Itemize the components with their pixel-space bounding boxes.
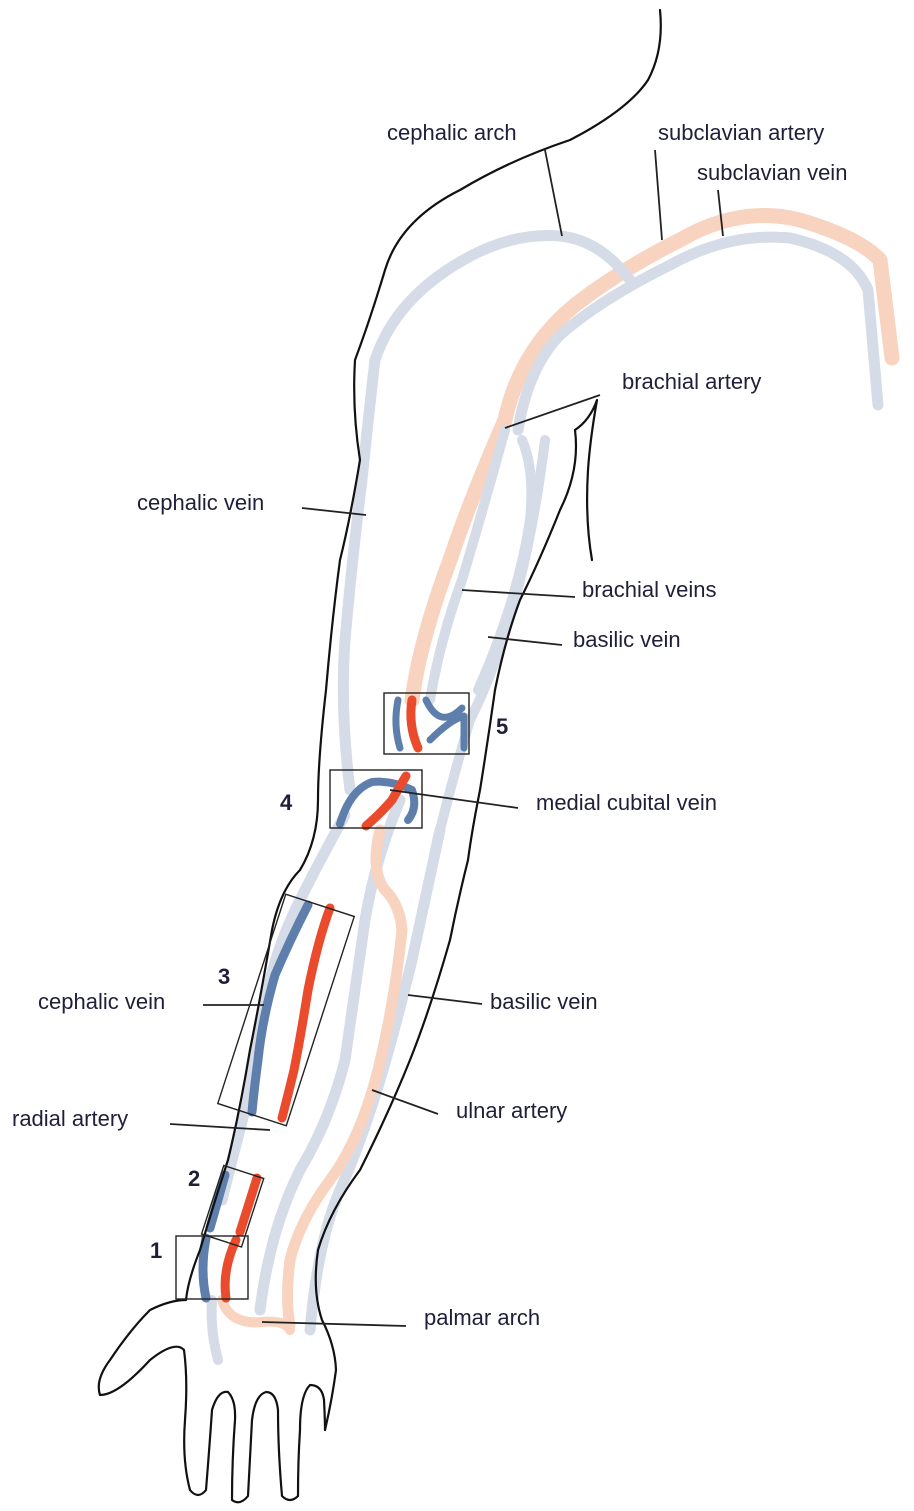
finger-2 bbox=[252, 1392, 300, 1500]
label-palmar-arch: palmar arch bbox=[424, 1305, 540, 1330]
leader-radial-artery bbox=[170, 1124, 270, 1130]
light-vessels bbox=[212, 216, 892, 1361]
leader-basilic-vein-lower bbox=[408, 995, 482, 1004]
label-basilic-vein-upper: basilic vein bbox=[573, 627, 681, 652]
label-cephalic-vein-lower: cephalic vein bbox=[38, 989, 165, 1014]
site5-vein-a bbox=[396, 700, 400, 748]
label-subclavian-vein: subclavian vein bbox=[697, 160, 847, 185]
site-number-2: 2 bbox=[188, 1166, 200, 1191]
shoulder-leader bbox=[575, 400, 597, 560]
finger-3 bbox=[300, 1385, 325, 1430]
label-cephalic-vein-upper: cephalic vein bbox=[137, 490, 264, 515]
site-number-1: 1 bbox=[150, 1238, 162, 1263]
label-brachial-artery: brachial artery bbox=[622, 369, 761, 394]
site-number-5: 5 bbox=[496, 714, 508, 739]
arm-outline-outer bbox=[99, 10, 661, 1490]
subclavian-vein-vessel bbox=[518, 237, 878, 430]
cephalic-vein-forearm-vessel bbox=[222, 815, 345, 1200]
label-ulnar-artery: ulnar artery bbox=[456, 1098, 567, 1123]
label-cephalic-arch: cephalic arch bbox=[387, 120, 517, 145]
site-number-4: 4 bbox=[280, 790, 293, 815]
labels: cephalic arch subclavian artery subclavi… bbox=[12, 120, 847, 1330]
finger-1 bbox=[190, 1392, 252, 1502]
site1-vein bbox=[203, 1238, 206, 1298]
site5-vein-b bbox=[426, 700, 464, 748]
leader-subclavian-artery bbox=[655, 150, 662, 240]
leader-cephalic-arch bbox=[545, 150, 562, 236]
label-radial-artery: radial artery bbox=[12, 1106, 128, 1131]
site-number-3: 3 bbox=[218, 964, 230, 989]
label-medial-cubital-vein: medial cubital vein bbox=[536, 790, 717, 815]
wrist-vein-vessel bbox=[212, 1300, 218, 1360]
label-brachial-veins: brachial veins bbox=[582, 577, 717, 602]
leader-ulnar-artery bbox=[372, 1090, 438, 1114]
leader-lines bbox=[170, 150, 723, 1326]
site1-artery bbox=[225, 1240, 236, 1298]
label-subclavian-artery: subclavian artery bbox=[658, 120, 824, 145]
label-basilic-vein-lower: basilic vein bbox=[490, 989, 598, 1014]
site5-artery bbox=[411, 700, 418, 748]
